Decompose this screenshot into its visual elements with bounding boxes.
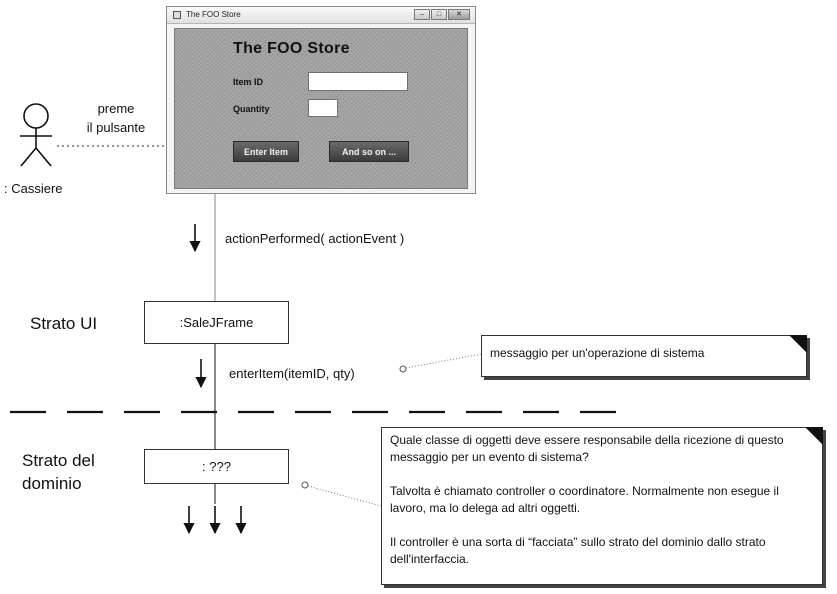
note-fold-corner [805,427,823,445]
controller-note: Quale classe di oggetti deve essere resp… [381,427,823,585]
store-heading: The FOO Store [233,40,350,57]
item-id-input[interactable] [308,72,408,91]
minimize-icon[interactable]: – [414,9,430,20]
controller-note-paragraph-2: Talvolta è chiamato controller o coordin… [390,484,779,515]
and-so-on-button[interactable]: And so on ... [329,141,409,162]
layer-label-domain-line1: Strato del [22,451,95,470]
system-operation-note: messaggio per un'operazione di sistema [481,335,807,377]
quantity-input[interactable] [308,99,338,117]
domain-controller-object: : ??? [144,449,289,484]
note-fold-corner [789,335,807,353]
window-controls: – □ ✕ [414,9,470,21]
layer-label-domain-line2: dominio [22,474,82,493]
sale-jframe-label: :SaleJFrame [179,315,254,330]
domain-controller-label: : ??? [202,459,231,474]
window-title: The FOO Store [186,10,241,19]
quantity-label: Quantity [233,104,270,114]
actor-action-line2: il pulsante [86,120,146,135]
note-anchor-1 [399,365,407,373]
enter-item-message: enterItem(itemID, qty) [229,366,355,381]
note-link-1 [405,353,482,369]
app-icon [173,11,181,19]
controller-note-paragraph-1: Quale classe di oggetti deve essere resp… [390,433,784,464]
store-panel: The FOO Store Item ID Quantity Enter Ite… [174,28,468,189]
item-id-label: Item ID [233,77,264,87]
system-operation-note-text: messaggio per un'operazione di sistema [490,346,705,360]
maximize-icon[interactable]: □ [431,9,447,20]
enter-item-button[interactable]: Enter Item [233,141,299,162]
layer-label-ui: Strato UI [30,314,98,333]
close-icon[interactable]: ✕ [448,9,470,20]
actor-name: : Cassiere [4,181,63,196]
window-titlebar: The FOO Store – □ ✕ [167,7,475,24]
sale-jframe-object: :SaleJFrame [144,301,289,344]
foo-store-window: The FOO Store – □ ✕ The FOO Store Item I… [166,6,476,194]
actor-figure [20,103,52,167]
note-link-2 [307,485,382,507]
controller-note-paragraph-3: Il controller è una sorta di “facciata” … [390,535,766,566]
note-anchor-2 [301,481,309,489]
action-performed-message: actionPerformed( actionEvent ) [225,231,405,246]
actor-action-line1: preme [97,101,135,116]
